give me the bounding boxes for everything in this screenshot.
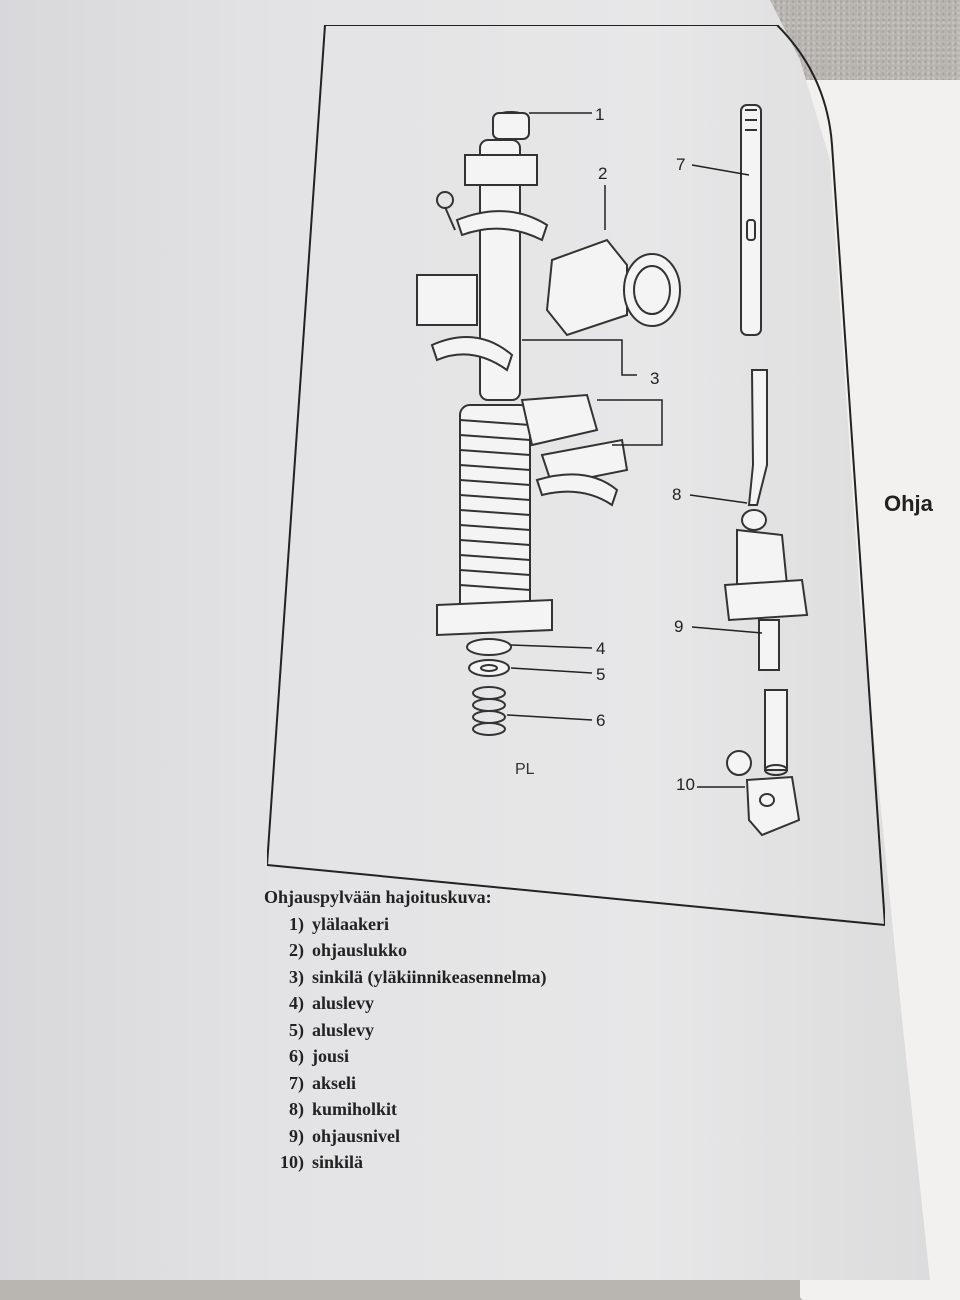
parts-list: 1) ylälaakeri 2) ohjauslukko 3) sinkilä (yl… — [258, 911, 738, 1176]
item-text: aluslevy — [312, 1019, 375, 1040]
parts-list-item: 9) ohjausnivel — [258, 1123, 738, 1150]
item-number: 8) — [289, 1099, 304, 1119]
parts-list-item: 1) ylälaakeri — [258, 911, 738, 938]
item-number: 6) — [289, 1046, 304, 1066]
item-text: kumiholkit — [312, 1099, 398, 1119]
item-number: 9) — [289, 1125, 304, 1146]
parts-list-item: 7) akseli — [258, 1070, 738, 1097]
exploded-view-figure — [267, 25, 885, 945]
spring-drawing — [472, 686, 506, 736]
item-number: 2) — [289, 940, 304, 960]
item-text: sinkilä — [312, 1152, 364, 1172]
parts-list-item: 8) kumiholkit — [258, 1096, 738, 1123]
steering-column-drawing — [416, 104, 809, 837]
item-number: 4) — [289, 993, 304, 1013]
callout-3: 3 — [650, 369, 660, 388]
item-number: 10) — [280, 1152, 304, 1172]
bellows-drawing — [459, 404, 531, 616]
right-page-heading: Ohja — [884, 491, 933, 516]
figure-caption: Ohjauspylvään hajoituskuva: 1) ylälaakeri… — [258, 884, 738, 1176]
item-text: ylälaakeri — [312, 913, 389, 934]
item-number: 3) — [289, 966, 304, 987]
item-text: ohjauslukko — [312, 940, 408, 960]
callout-10: 10 — [676, 775, 695, 794]
callout-5: 5 — [596, 665, 606, 684]
item-text: sinkilä (yläkiinnikeasennelma) — [312, 966, 547, 987]
leader-lines — [506, 112, 763, 788]
callout-9: 9 — [674, 617, 684, 636]
callout-7: 7 — [676, 155, 686, 174]
item-number: 7) — [289, 1072, 304, 1093]
item-number: 1) — [289, 913, 304, 934]
parts-list-item: 5) aluslevy — [258, 1017, 738, 1044]
parts-list-item: 4) aluslevy — [258, 990, 738, 1017]
exploded-view-drawing — [267, 25, 885, 927]
callout-8: 8 — [672, 485, 682, 504]
callout-6: 6 — [596, 711, 606, 730]
item-text: jousi — [312, 1046, 350, 1066]
callout-2: 2 — [598, 164, 608, 183]
parts-list-item: 3) sinkilä (yläkiinnikeasennelma) — [258, 964, 738, 991]
callout-1: 1 — [595, 105, 605, 124]
item-text: aluslevy — [312, 993, 375, 1013]
item-text: akseli — [312, 1072, 357, 1093]
parts-list-item: 2) ohjauslukko — [258, 937, 738, 964]
figure-code-label: PL — [515, 761, 535, 778]
caption-title: Ohjauspylvään hajoituskuva: — [264, 887, 492, 907]
parts-list-item: 10) sinkilä — [258, 1149, 738, 1176]
item-text: ohjausnivel — [312, 1125, 401, 1146]
item-number: 5) — [289, 1019, 304, 1040]
parts-list-item: 6) jousi — [258, 1043, 738, 1070]
callout-4: 4 — [596, 639, 606, 658]
figure-border — [267, 25, 885, 927]
